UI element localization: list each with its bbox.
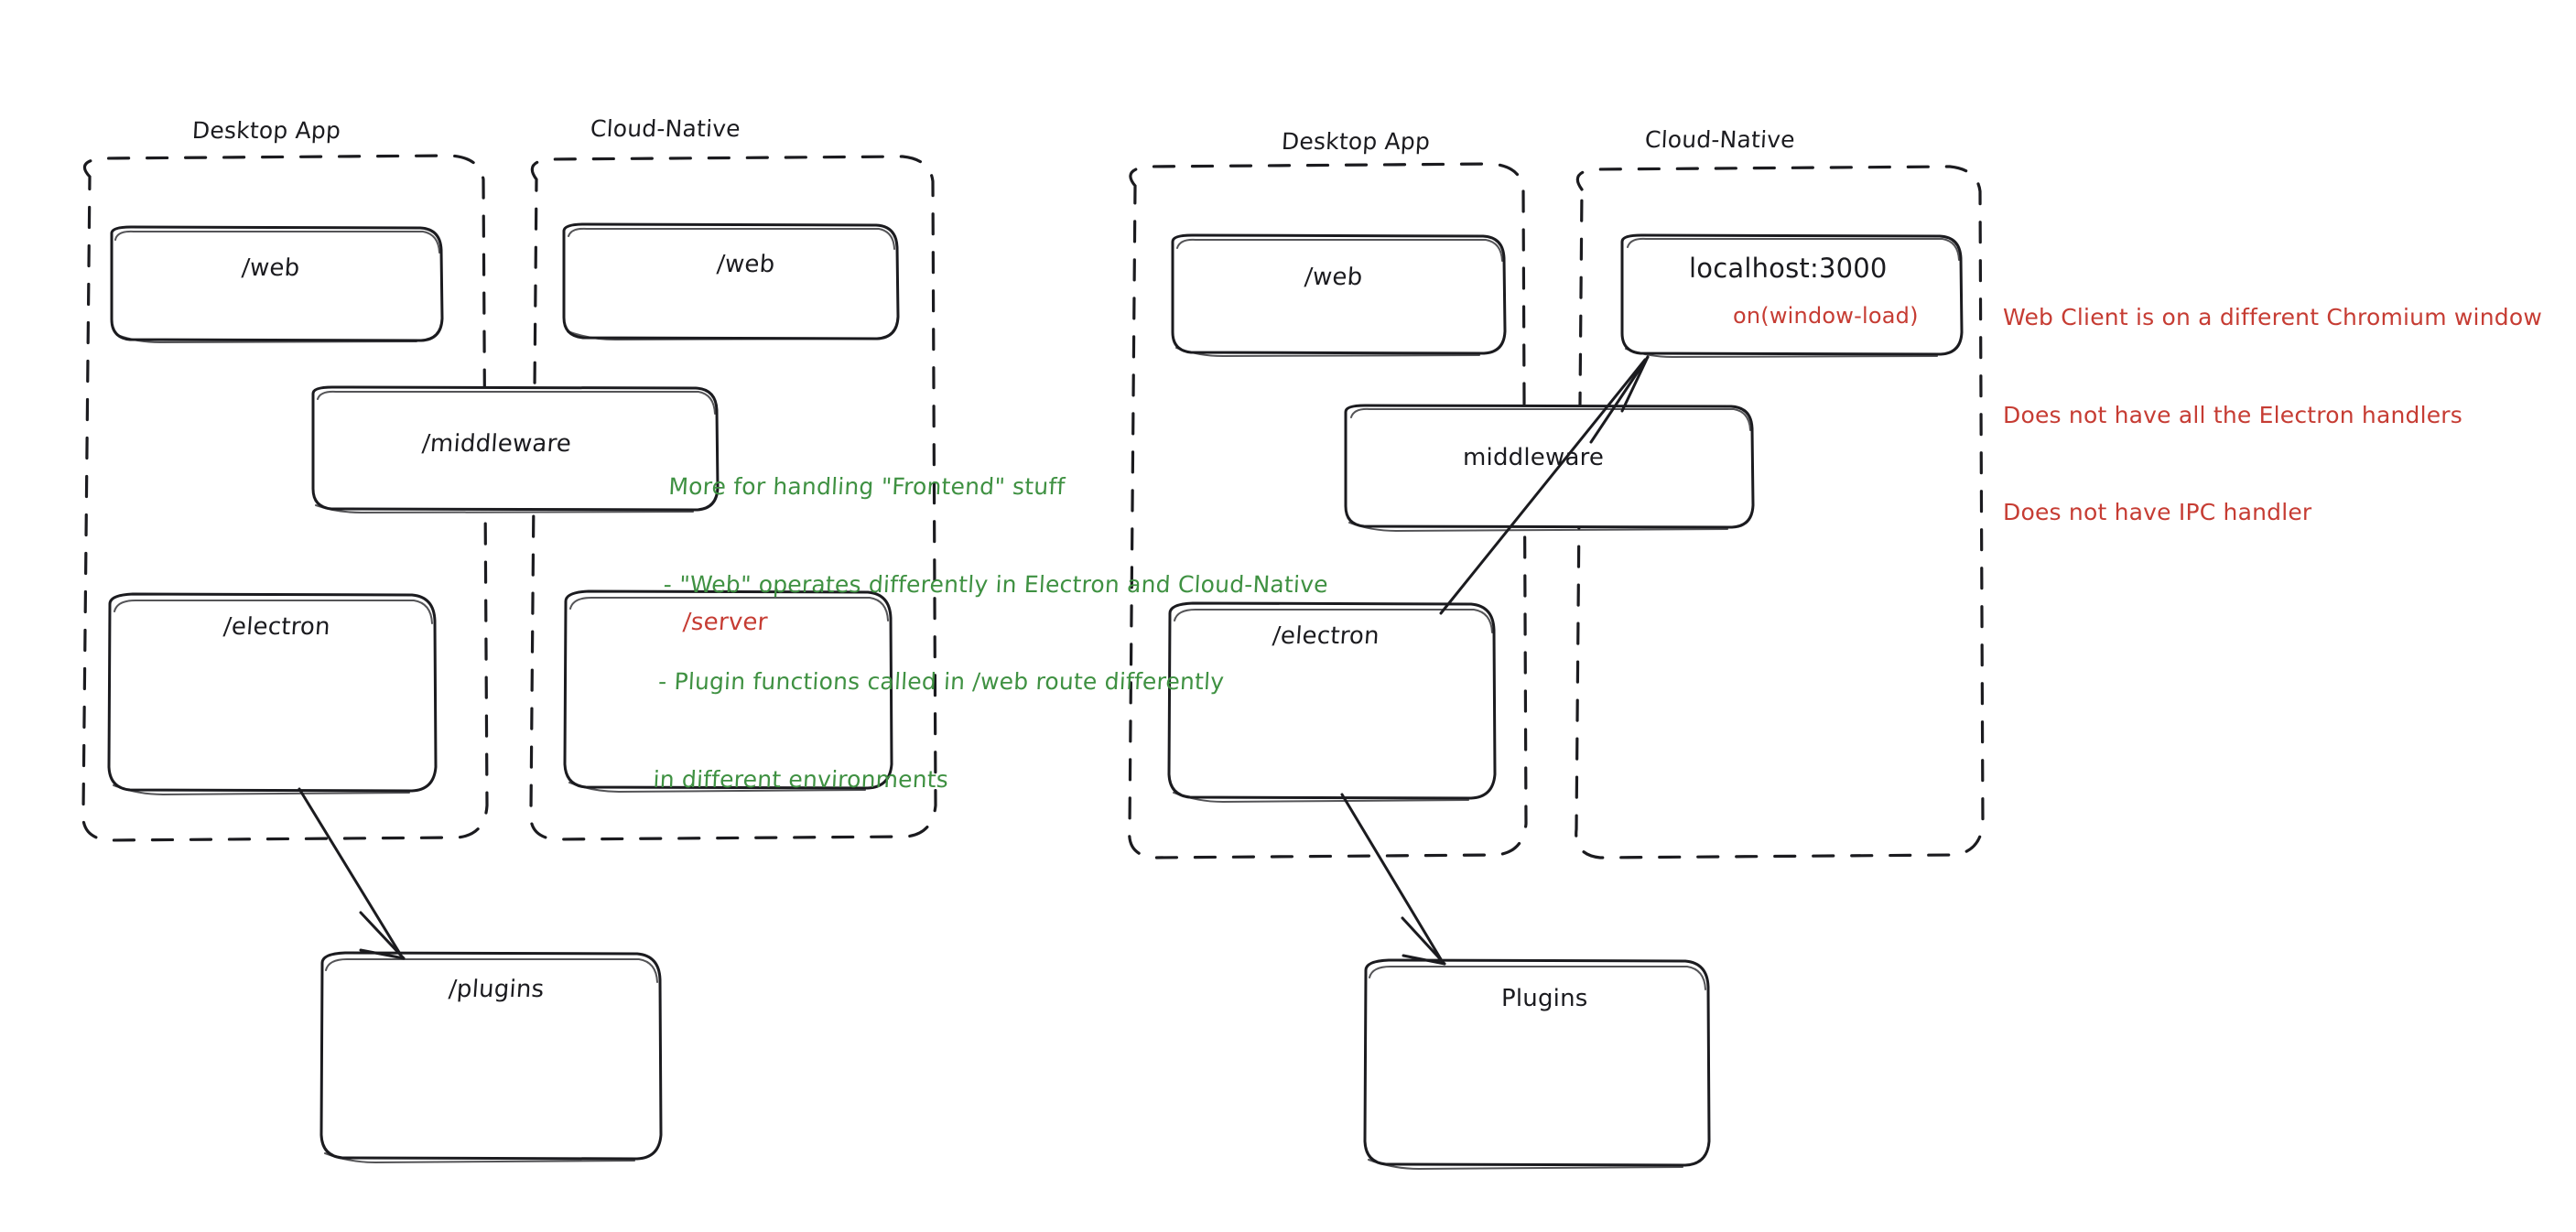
node-label-right-desktop-web: /web (1303, 264, 1364, 291)
group-left-cloud-native (529, 155, 937, 841)
group-title-right-desktop-app: Desktop App (1281, 128, 1431, 155)
node-label-right-middleware: middleware (1463, 444, 1605, 471)
annotation-red-line-3: Does not have IPC handler (2003, 499, 2312, 525)
node-right-plugins (1363, 958, 1711, 1170)
node-label-left-cloud-web: /web (715, 251, 776, 278)
annotation-green-line-4: in different environments (652, 765, 949, 793)
annotation-red-line-2: Does not have all the Electron handlers (2003, 401, 2463, 428)
node-right-desktop-web (1171, 233, 1507, 357)
group-left-desktop-app (81, 154, 489, 842)
node-left-plugins (319, 951, 663, 1163)
node-label-left-desktop-web: /web (240, 254, 301, 282)
arrow-left-electron-to-plugins (298, 787, 406, 960)
group-title-left-cloud-native: Cloud-Native (590, 115, 741, 142)
annotation-red-line-1: Web Client is on a different Chromium wi… (2003, 304, 2542, 330)
node-label-left-electron: /electron (222, 613, 331, 641)
arrow-right-electron-to-plugins (1340, 793, 1446, 966)
node-label-left-plugins: /plugins (447, 976, 546, 1003)
node-left-desktop-web (110, 225, 444, 343)
node-right-localhost (1620, 233, 1964, 358)
node-label-right-localhost: localhost:3000 (1689, 253, 1888, 284)
annotation-red-note: Web Client is on a different Chromium wi… (2003, 236, 2542, 594)
group-title-left-desktop-app: Desktop App (191, 117, 341, 144)
annotation-green-line-1: More for handling "Frontend" stuff (667, 473, 1066, 500)
node-sublabel-right-localhost-on-window-load: on(window-load) (1733, 303, 1919, 329)
node-label-left-middleware: /middleware (420, 430, 573, 458)
node-left-server (563, 589, 893, 793)
node-left-cloud-web (562, 222, 900, 340)
node-label-right-plugins: Plugins (1501, 985, 1588, 1012)
arrow-right-electron-to-localhost (1439, 355, 1650, 615)
annotation-green-line-3: - Plugin functions called in /web route … (657, 668, 1225, 695)
node-left-electron (107, 592, 438, 795)
annotation-green-note: More for handling "Frontend" stuff - "We… (649, 405, 1337, 860)
node-right-electron (1167, 601, 1497, 803)
group-right-desktop-app (1128, 162, 1528, 859)
node-right-middleware (1344, 404, 1755, 532)
node-left-middleware (311, 385, 720, 513)
group-right-cloud-native (1575, 165, 1985, 859)
annotation-green-line-2: - "Web" operates differently in Electron… (663, 570, 1329, 598)
group-title-right-cloud-native: Cloud-Native (1644, 126, 1796, 153)
